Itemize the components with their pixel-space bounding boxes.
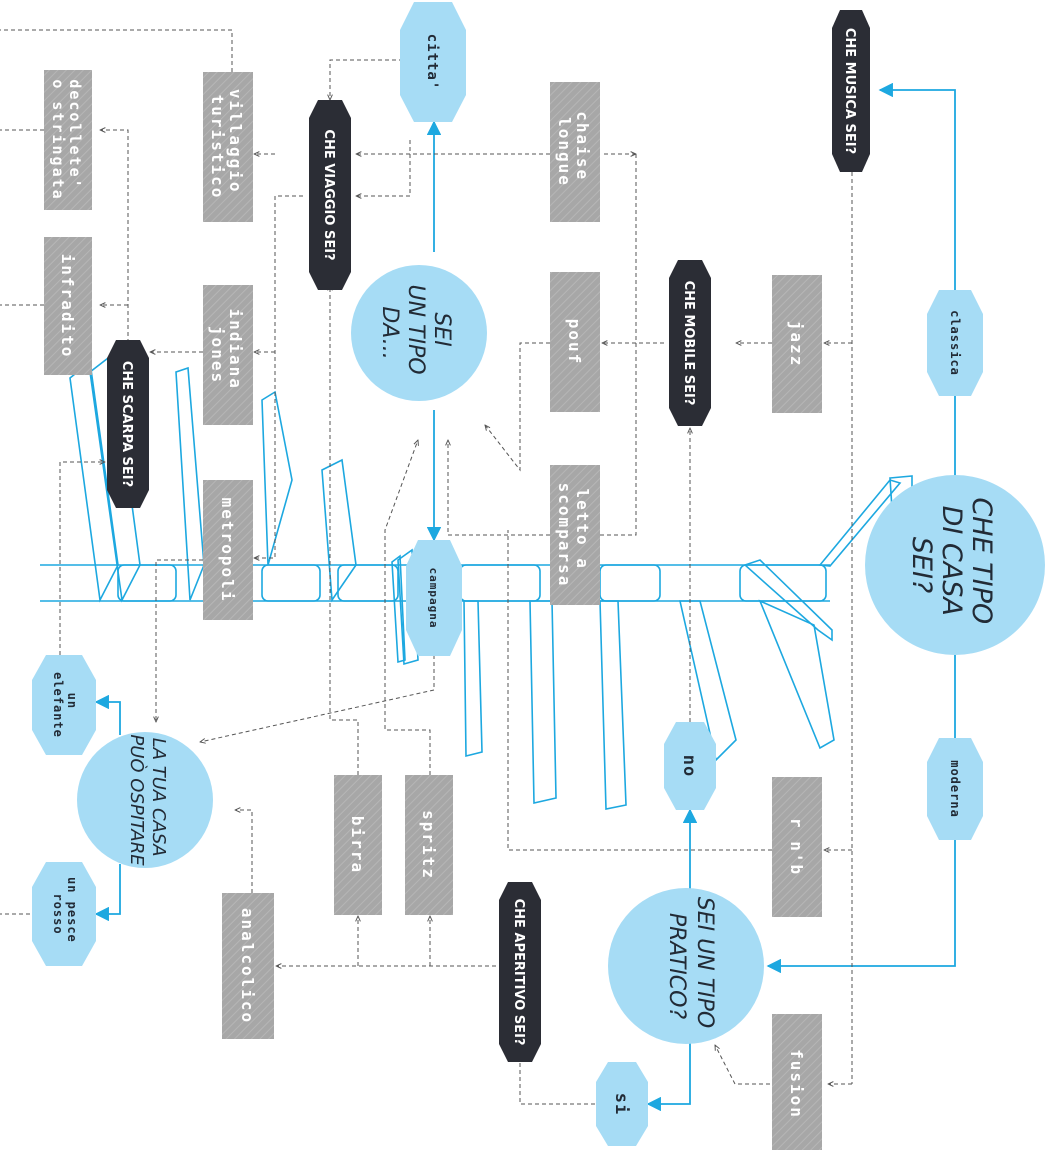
answer-indiana[interactable]: indiana jones xyxy=(203,285,253,425)
dark-pill-scarpa-label: CHE SCARPA SEI? xyxy=(119,361,134,487)
answer-chaise[interactable]: chaise longue xyxy=(550,82,600,222)
answer-decollete[interactable]: decollete' o stringata xyxy=(44,70,92,210)
question-main-text-line-2: DI CASA xyxy=(936,506,967,616)
svg-text:chaise longue: chaise longue xyxy=(555,111,592,192)
answer-villaggio[interactable]: villaggio turistico xyxy=(203,72,253,222)
answer-metropoli[interactable]: metropoli xyxy=(203,480,253,620)
answer-indiana-label-line-1: indiana xyxy=(226,308,245,389)
svg-text:CHE TIPO DI CASA S: CHE TIPO DI CASA SEI? xyxy=(906,497,997,632)
answer-birra[interactable]: birra xyxy=(334,775,382,915)
question-tipo-text-line-2: UN TIPO xyxy=(403,284,428,374)
question-main-text-line-3: SEI? xyxy=(906,537,937,594)
answer-chaise-label-line-2: longue xyxy=(555,117,574,187)
option-citta[interactable]: citta' xyxy=(400,2,466,122)
svg-text:un pesce rosso: un pesce rosso xyxy=(51,877,79,951)
option-no[interactable]: no xyxy=(664,722,716,810)
option-si[interactable]: si xyxy=(596,1062,648,1146)
question-pratico-text-line-1: SEI UN TIPO xyxy=(692,897,717,1028)
option-classica-label: classica xyxy=(948,310,962,376)
answer-rnb[interactable]: r n'b xyxy=(772,777,822,917)
dark-pill-scarpa: CHE SCARPA SEI? xyxy=(107,340,149,508)
svg-text:LA TUA CASA PUÒ OSPITARE: LA TUA CASA PUÒ OSPITARE xyxy=(126,734,169,866)
dark-pill-aperitivo-label: CHE APERITIVO SEI? xyxy=(511,899,526,1046)
answer-indiana-label-line-2: jones xyxy=(208,326,227,384)
answer-villaggio-label-line-1: villaggio xyxy=(226,89,245,194)
option-moderna-label: moderna xyxy=(948,760,962,818)
answer-metropoli-label: metropoli xyxy=(218,498,237,603)
answer-villaggio-label-line-2: turistico xyxy=(208,95,227,200)
question-tipo-text-line-3: DA... xyxy=(377,306,402,359)
question-tipo-text-line-1: SEI xyxy=(429,312,454,346)
svg-text:indiana jones: indiana jones xyxy=(208,308,245,401)
answer-letto[interactable]: letto a scomparsa xyxy=(550,465,600,605)
answer-infradito-label: infradito xyxy=(58,254,77,359)
question-main: CHE TIPO DI CASA SEI? xyxy=(865,475,1045,655)
question-ospitare-text-line-2: PUÒ OSPITARE xyxy=(126,734,148,866)
answer-analcolico-label: analcolico xyxy=(238,908,257,1024)
svg-text:SEI UN TIPO PRATICO?: SEI UN TIPO PRATICO? xyxy=(664,897,717,1035)
option-citta-label: citta' xyxy=(424,34,440,91)
option-elefante-label-line-1: un xyxy=(65,693,79,709)
dark-pill-viaggio-label: CHE VIAGGIO SEI? xyxy=(321,129,336,260)
flow-connectors-dashed xyxy=(0,29,853,1105)
answer-jazz-label: jazz xyxy=(787,321,806,368)
question-ospitare: LA TUA CASA PUÒ OSPITARE xyxy=(77,732,213,868)
answer-spritz-label: spritz xyxy=(419,810,438,880)
option-no-label: no xyxy=(679,755,699,777)
answer-fusion[interactable]: fusion xyxy=(772,1014,822,1150)
question-main-text-line-1: CHE TIPO xyxy=(966,497,997,624)
question-pratico-text-line-2: PRATICO? xyxy=(664,913,689,1020)
answer-birra-label: birra xyxy=(348,816,367,874)
dark-pill-musica-label: CHE MUSICA SEI? xyxy=(842,28,857,154)
option-elefante[interactable]: un elefante xyxy=(32,655,96,755)
dark-pill-musica: CHE MUSICA SEI? xyxy=(832,10,870,172)
answer-analcolico[interactable]: analcolico xyxy=(222,893,274,1039)
svg-text:villaggio turistico: villaggio turistico xyxy=(208,89,245,205)
answer-fusion-label: fusion xyxy=(787,1049,806,1119)
svg-text:letto a scomparsa: letto a scomparsa xyxy=(555,483,592,588)
svg-text:decollete' o stringata: decollete' o stringata xyxy=(49,79,84,200)
answer-jazz[interactable]: jazz xyxy=(772,275,822,413)
question-ospitare-text-line-1: LA TUA CASA xyxy=(148,738,169,857)
dark-pill-viaggio: CHE VIAGGIO SEI? xyxy=(309,100,351,290)
option-pesce-label-line-2: rosso xyxy=(51,893,65,934)
option-pesce-label-line-1: un pesce xyxy=(65,877,79,943)
answer-chaise-label-line-1: chaise xyxy=(573,111,592,181)
dark-pill-mobile-label: CHE MOBILE SEI? xyxy=(681,281,696,406)
svg-text:un elefante: un elefante xyxy=(51,672,79,738)
answer-letto-label-line-1: letto a xyxy=(573,488,592,569)
question-tipo: SEI UN TIPO DA... xyxy=(351,265,487,401)
answer-rnb-label: r n'b xyxy=(787,818,806,876)
option-elefante-label-line-2: elefante xyxy=(51,672,65,738)
answer-pouf[interactable]: pouf xyxy=(550,272,600,412)
answer-pouf-label: pouf xyxy=(565,319,584,366)
answer-infradito[interactable]: infradito xyxy=(44,237,92,375)
svg-text:SEI UN TIPO DA...: SEI UN TIPO DA... xyxy=(377,284,454,381)
answer-spritz[interactable]: spritz xyxy=(405,775,453,915)
dark-pill-aperitivo: CHE APERITIVO SEI? xyxy=(499,882,541,1062)
option-campagna[interactable]: campagna xyxy=(406,540,462,656)
dark-pill-mobile: CHE MOBILE SEI? xyxy=(669,260,711,426)
answer-decollete-label-line-2: o stringata xyxy=(49,79,67,200)
answer-letto-label-line-2: scomparsa xyxy=(555,483,574,588)
option-pesce[interactable]: un pesce rosso xyxy=(32,862,96,966)
option-campagna-label: campagna xyxy=(427,568,440,629)
option-moderna[interactable]: moderna xyxy=(927,738,983,840)
option-si-label: si xyxy=(611,1093,631,1115)
question-pratico: SEI UN TIPO PRATICO? xyxy=(608,888,764,1044)
option-classica[interactable]: classica xyxy=(927,290,983,396)
answer-decollete-label-line-1: decollete' xyxy=(66,79,84,189)
